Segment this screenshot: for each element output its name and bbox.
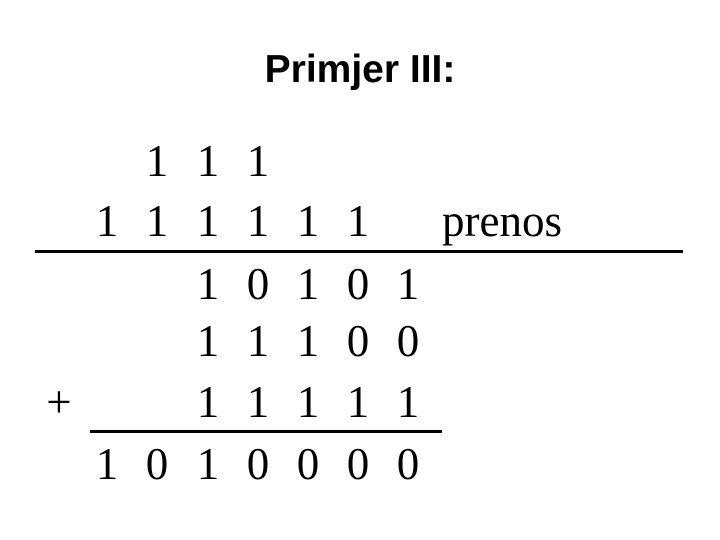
carry-digit: 1: [346, 196, 370, 246]
operand1-digit: 0: [246, 259, 270, 309]
operand2-digit: 0: [396, 316, 420, 366]
carry-rule-line: [35, 250, 683, 253]
operand3-digit: 1: [296, 377, 320, 427]
result-digit: 1: [196, 439, 220, 489]
operand2-digit: 0: [346, 316, 370, 366]
carry-digit: 1: [296, 196, 320, 246]
operand2-digit: 1: [246, 316, 270, 366]
result-digit: 0: [145, 439, 169, 489]
result-digit: 0: [396, 439, 420, 489]
carry-digit: 1: [145, 196, 169, 246]
carry-digit: 1: [196, 196, 220, 246]
result-digit: 0: [346, 439, 370, 489]
operand1-digit: 0: [346, 259, 370, 309]
sum-rule-line: [90, 430, 442, 433]
page-title: Primjer III:: [264, 48, 456, 91]
carry-label: prenos: [442, 196, 562, 246]
carry-top-digit: 1: [246, 136, 270, 186]
operand3-digit: 1: [246, 377, 270, 427]
carry-digit: 1: [95, 196, 119, 246]
carry-top-digit: 1: [196, 136, 220, 186]
carry-top-digit: 1: [145, 136, 169, 186]
operand1-digit: 1: [296, 259, 320, 309]
result-digit: 0: [296, 439, 320, 489]
operand2-digit: 1: [196, 316, 220, 366]
plus-sign: +: [46, 377, 72, 427]
operand3-digit: 1: [396, 377, 420, 427]
operand1-digit: 1: [196, 259, 220, 309]
result-digit: 1: [95, 439, 119, 489]
operand3-digit: 1: [346, 377, 370, 427]
operand3-digit: 1: [196, 377, 220, 427]
operand1-digit: 1: [396, 259, 420, 309]
carry-digit: 1: [246, 196, 270, 246]
result-digit: 0: [246, 439, 270, 489]
operand2-digit: 1: [296, 316, 320, 366]
